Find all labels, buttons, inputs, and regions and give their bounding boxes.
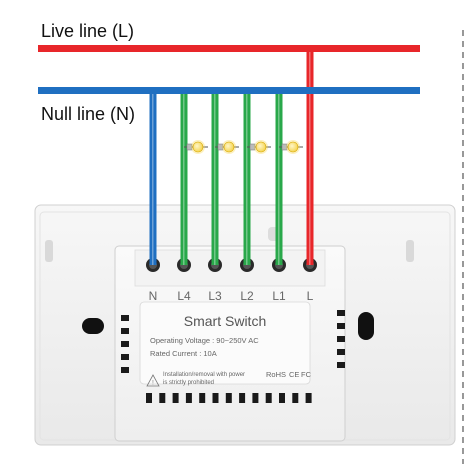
- live-line-label: Live line (L): [41, 21, 134, 41]
- terminal-label-l4: L4: [177, 289, 191, 303]
- terminal-label-n: N: [149, 289, 158, 303]
- warning-line-1: Installation/removal with power: [163, 372, 245, 378]
- null-line-label: Null line (N): [41, 104, 135, 124]
- vents-left: [121, 315, 129, 373]
- warning-line-2: is strictly prohibited: [163, 380, 214, 386]
- light-bulb-icon: [184, 140, 208, 154]
- cert-fc: FC: [301, 370, 312, 379]
- vents-bottom: [146, 393, 312, 403]
- mounting-slot-left: [82, 318, 104, 334]
- terminal-label-l3: L3: [208, 289, 222, 303]
- cert-ce: CE: [289, 370, 299, 379]
- label-sticker: Smart Switch Operating Voltage : 90~250V…: [139, 301, 312, 387]
- light-bulb-icon: [279, 140, 303, 154]
- wire-l3: [211, 90, 219, 265]
- light-bulbs: [184, 140, 303, 154]
- terminal-label-l1: L1: [272, 289, 286, 303]
- wire-n: [149, 90, 157, 265]
- vents-right: [337, 310, 345, 368]
- wire-l1: [275, 90, 283, 265]
- terminal-label-l: L: [307, 289, 314, 303]
- rated-current: Rated Current : 10A: [150, 349, 217, 358]
- wire-l2: [243, 90, 251, 265]
- svg-text:!: !: [152, 381, 154, 387]
- mounting-slot-right: [358, 312, 374, 340]
- light-bulb-icon: [247, 140, 271, 154]
- terminal-label-l2: L2: [240, 289, 254, 303]
- light-bulb-icon: [215, 140, 239, 154]
- cert-rohs: RoHS: [266, 370, 286, 379]
- wire-l4: [180, 90, 188, 265]
- wire-l: [306, 48, 314, 265]
- operating-voltage: Operating Voltage : 90~250V AC: [150, 336, 259, 345]
- device-title: Smart Switch: [184, 313, 266, 329]
- wires: [149, 48, 314, 265]
- live-line: [38, 45, 420, 52]
- warning-icon: !: [146, 374, 160, 387]
- null-line: [38, 87, 420, 94]
